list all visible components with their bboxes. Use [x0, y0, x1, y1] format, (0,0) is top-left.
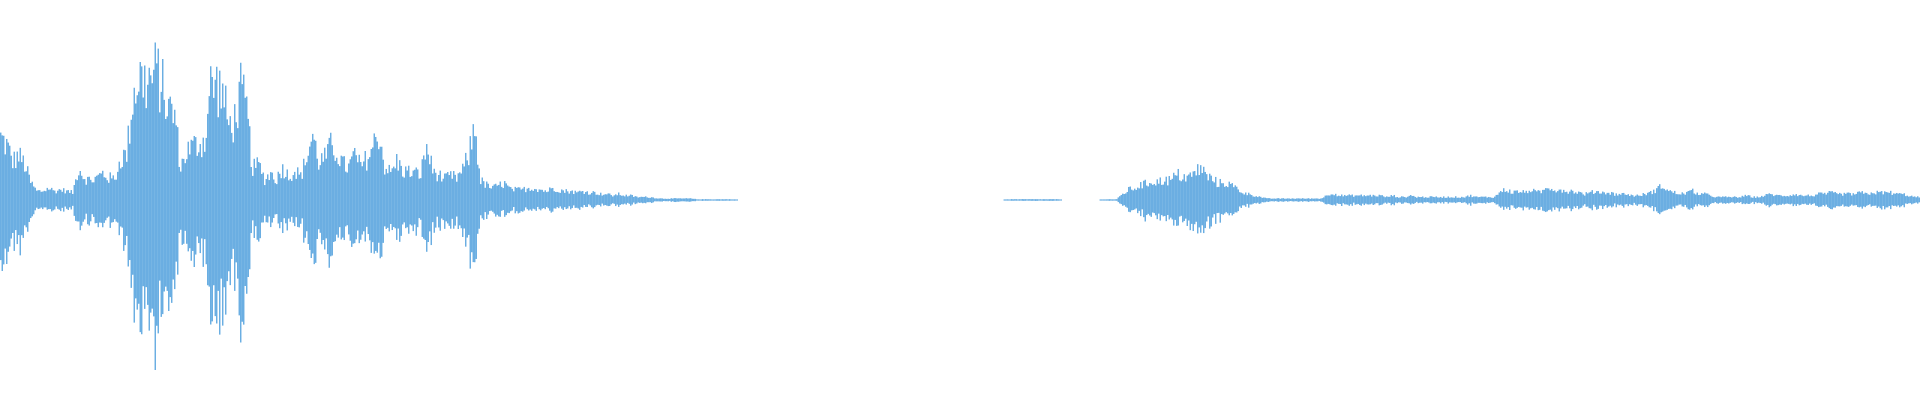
waveform-bars — [0, 42, 1920, 371]
